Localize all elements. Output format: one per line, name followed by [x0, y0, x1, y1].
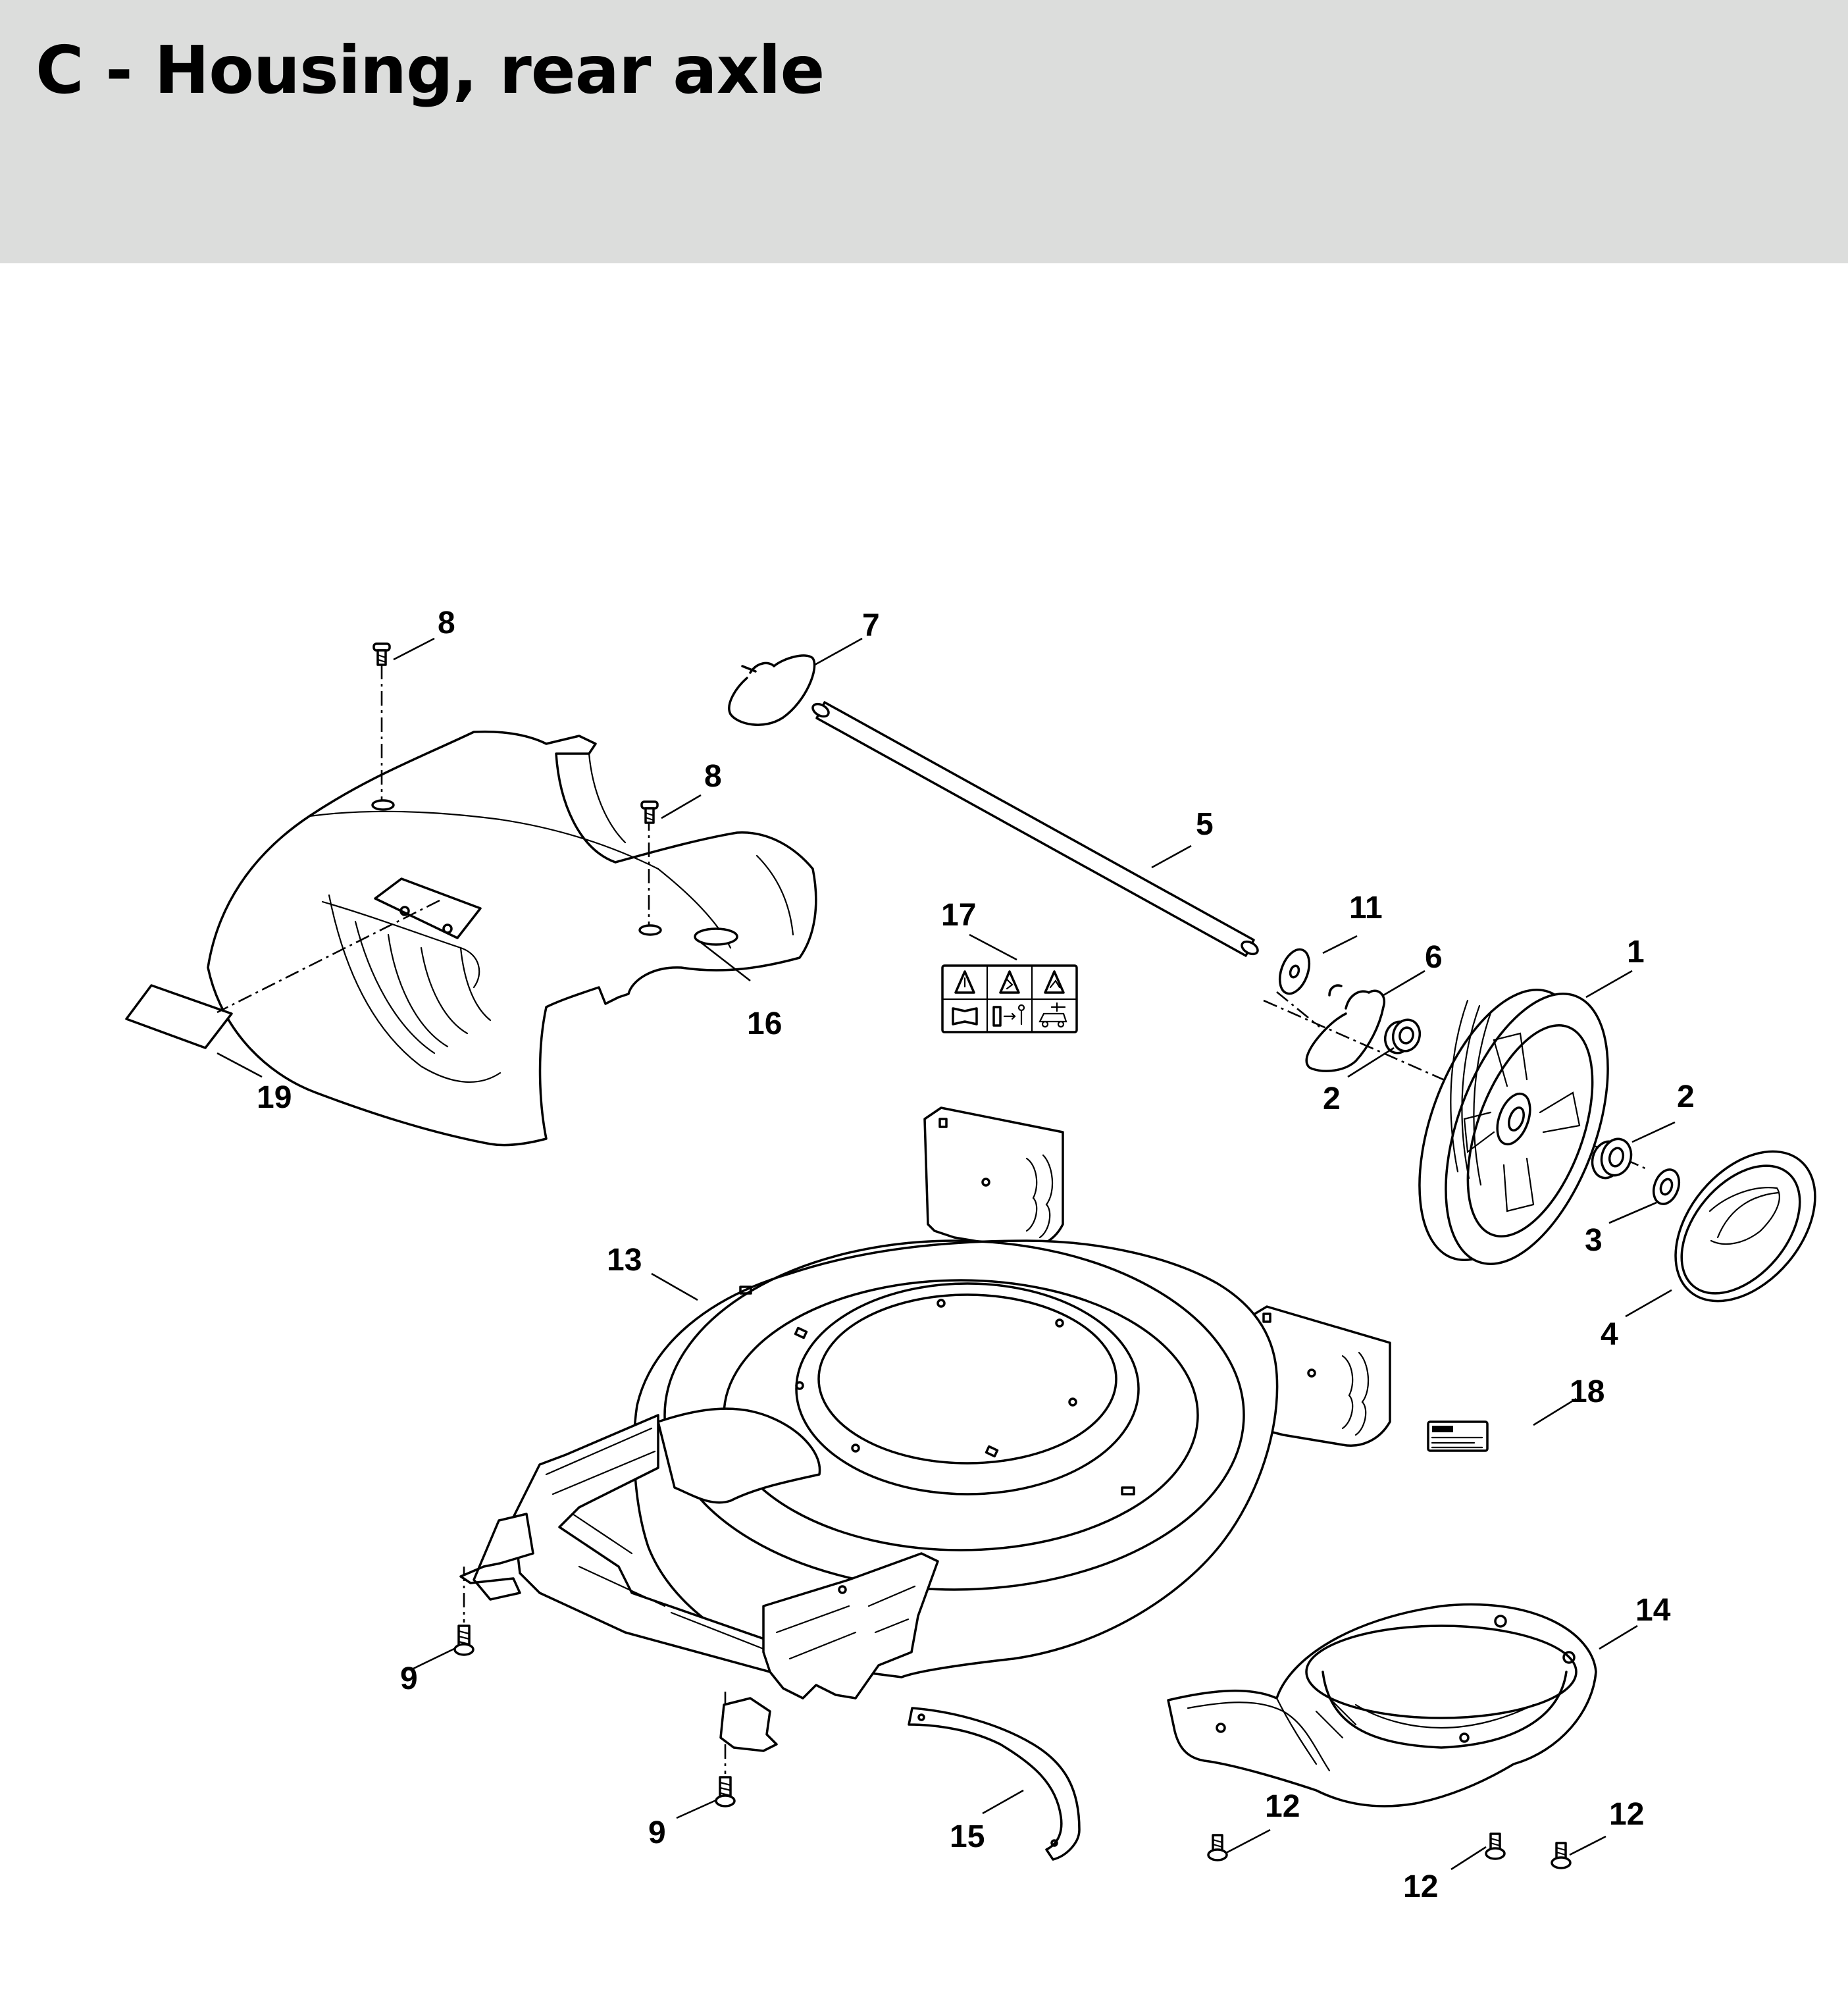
- callout-7: 7: [862, 608, 880, 643]
- callout-12: 12: [1403, 1869, 1438, 1904]
- callout-15: 15: [950, 1819, 985, 1854]
- callout-3: 3: [1585, 1223, 1603, 1258]
- part-12-screw[interactable]: [1207, 1834, 1228, 1861]
- callout-18: 18: [1570, 1374, 1604, 1409]
- part-1-wheel[interactable]: [1387, 968, 1640, 1286]
- part-12-screw[interactable]: [1551, 1842, 1572, 1869]
- header-bar: C - Housing, rear axle: [0, 0, 1848, 263]
- callout-4: 4: [1601, 1317, 1618, 1352]
- part-9-screw[interactable]: [715, 1776, 736, 1807]
- part-5-rear-axle[interactable]: [811, 701, 1260, 957]
- callout-8: 8: [704, 759, 722, 794]
- callout-16: 16: [747, 1006, 782, 1041]
- part-14-catcher-base[interactable]: [1167, 1603, 1597, 1807]
- part-16-rear-cover[interactable]: [207, 730, 817, 1147]
- callout-9: 9: [648, 1815, 666, 1850]
- part-11-washer[interactable]: [1274, 945, 1315, 997]
- part-8-screw[interactable]: [640, 800, 659, 824]
- part-3-retaining-washer[interactable]: [1649, 1166, 1683, 1207]
- leader-lines: [217, 637, 1676, 1871]
- callout-11: 11: [1349, 891, 1383, 925]
- callout-9: 9: [400, 1661, 418, 1696]
- part-17-warning-label[interactable]: [941, 964, 1078, 1033]
- callout-17: 17: [941, 898, 976, 933]
- part-12-screw[interactable]: [1485, 1832, 1506, 1860]
- part-19-label[interactable]: [125, 984, 233, 1049]
- part-4-hub-cap[interactable]: [1647, 1125, 1843, 1328]
- part-9-screw[interactable]: [453, 1624, 475, 1656]
- callout-14: 14: [1635, 1593, 1671, 1628]
- callout-1: 1: [1627, 935, 1645, 970]
- rating-plate-text: STIHL: [1433, 1426, 1451, 1433]
- part-18-rating-plate[interactable]: STIHL: [1427, 1420, 1489, 1452]
- callout-2: 2: [1677, 1079, 1695, 1114]
- part-2-bearing-bushing[interactable]: [1589, 1135, 1635, 1181]
- part-2-bearing-bushing[interactable]: [1381, 1017, 1423, 1056]
- callout-19: 19: [257, 1080, 292, 1115]
- part-8-screw[interactable]: [372, 642, 391, 666]
- part-15-deflector[interactable]: [908, 1707, 1081, 1861]
- part-6-spring-clip[interactable]: [1305, 984, 1386, 1072]
- callout-2: 2: [1323, 1081, 1341, 1116]
- callout-5: 5: [1196, 807, 1214, 842]
- part-7-spring-clip[interactable]: [728, 654, 816, 726]
- callout-12: 12: [1265, 1789, 1300, 1824]
- callout-numbers: 8 7 8 5 17 11 6 1 16 19 2 2 3 13 4 18 14…: [257, 606, 1695, 1904]
- page-title: C - Housing, rear axle: [36, 32, 825, 109]
- callout-12: 12: [1609, 1797, 1644, 1832]
- callout-13: 13: [607, 1243, 642, 1278]
- part-13-mower-deck[interactable]: [459, 1106, 1391, 1752]
- callout-6: 6: [1425, 940, 1443, 975]
- callout-8: 8: [438, 606, 455, 640]
